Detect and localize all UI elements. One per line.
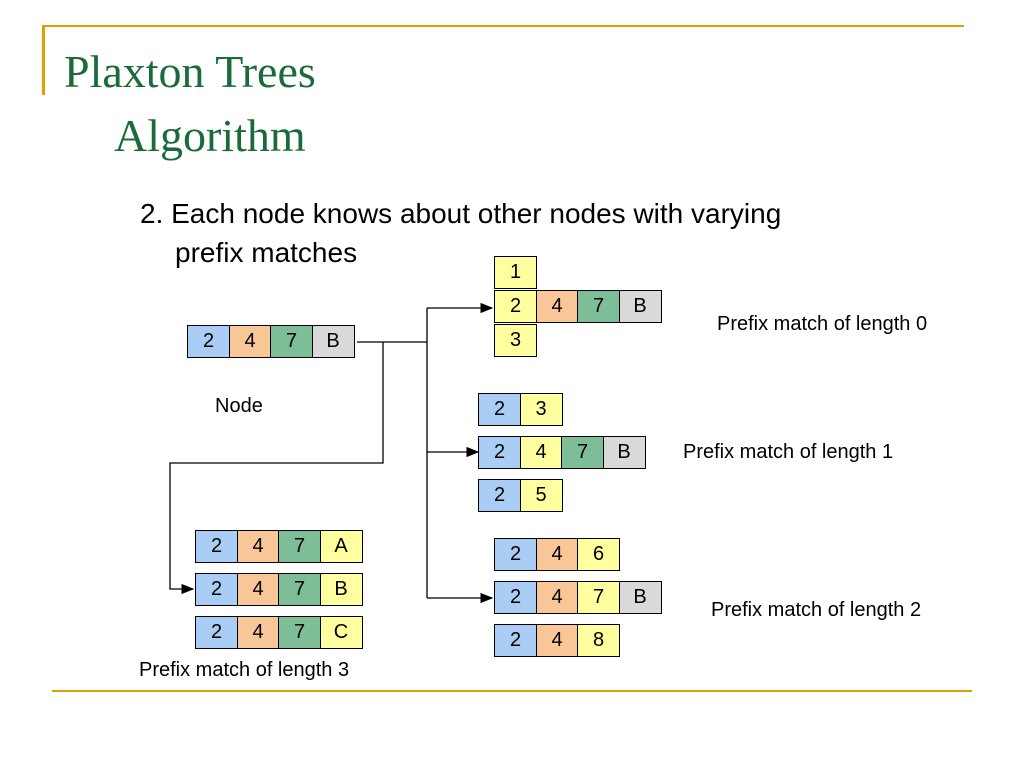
- length2-match-row: 2 4 7 B: [494, 581, 662, 614]
- digit-cell: 2: [478, 393, 521, 426]
- node-id-box: 2 4 7 B: [187, 325, 355, 358]
- digit-cell: 4: [519, 436, 563, 469]
- digit-cell: 4: [535, 581, 579, 614]
- digit-cell: 4: [535, 624, 579, 657]
- digit-cell: B: [319, 573, 363, 606]
- digit-cell: 6: [577, 538, 620, 571]
- digit-cell: A: [319, 530, 363, 563]
- digit-cell: 2: [494, 624, 537, 657]
- node-label: Node: [215, 395, 263, 417]
- digit-cell: 7: [278, 530, 321, 563]
- top-rule: [42, 25, 964, 27]
- digit-cell: 2: [195, 573, 238, 606]
- length1-label: Prefix match of length 1: [683, 441, 894, 463]
- digit-cell: 7: [278, 616, 321, 649]
- length2-top-row: 2 4 6: [494, 538, 620, 571]
- digit-cell: 3: [494, 324, 537, 357]
- length0-bottom-row: 3: [494, 324, 537, 357]
- slide-title-line1: Plaxton Trees: [64, 46, 316, 97]
- digit-cell: 4: [236, 530, 280, 563]
- digit-cell: 2: [494, 581, 537, 614]
- digit-cell: B: [602, 436, 646, 469]
- length1-bottom-row: 2 5: [478, 479, 563, 512]
- digit-cell: 4: [236, 616, 280, 649]
- arrow-to-length3: [169, 342, 384, 595]
- length3-match-row: 2 4 7 B: [195, 573, 363, 606]
- node-digit-cell: 4: [228, 325, 272, 358]
- node-digit-cell: 7: [270, 325, 313, 358]
- digit-cell: 2: [478, 479, 521, 512]
- digit-cell: 2: [494, 290, 537, 323]
- length3-label: Prefix match of length 3: [139, 659, 350, 681]
- bottom-rule: [52, 690, 972, 692]
- length3-bottom-row: 2 4 7 C: [195, 616, 363, 649]
- digit-cell: 5: [519, 479, 563, 512]
- digit-cell: 8: [577, 624, 620, 657]
- digit-cell: B: [618, 581, 662, 614]
- length0-match-row: 2 4 7 B: [494, 290, 662, 323]
- node-digit-cell: B: [311, 325, 355, 358]
- digit-cell: 1: [494, 256, 537, 289]
- title-accent-bar: [42, 25, 45, 95]
- digit-cell: 2: [478, 436, 521, 469]
- digit-cell: 3: [519, 393, 563, 426]
- node-digit-cell: 2: [187, 325, 230, 358]
- length2-bottom-row: 2 4 8: [494, 624, 620, 657]
- digit-cell: 7: [278, 573, 321, 606]
- bullet-text-line2: prefix matches: [175, 237, 358, 268]
- length2-label: Prefix match of length 2: [711, 599, 922, 621]
- length0-top-row: 1: [494, 256, 537, 289]
- digit-cell: 7: [577, 290, 620, 323]
- digit-cell: 2: [494, 538, 537, 571]
- bullet-text-line1: 2. Each node knows about other nodes wit…: [140, 198, 782, 229]
- length0-label: Prefix match of length 0: [717, 313, 928, 335]
- digit-cell: 4: [535, 290, 579, 323]
- digit-cell: 4: [236, 573, 280, 606]
- digit-cell: 2: [195, 616, 238, 649]
- digit-cell: 7: [561, 436, 604, 469]
- slide-title-line2: Algorithm: [114, 110, 306, 161]
- digit-cell: 4: [535, 538, 579, 571]
- length1-match-row: 2 4 7 B: [478, 436, 646, 469]
- digit-cell: 7: [577, 581, 620, 614]
- digit-cell: 2: [195, 530, 238, 563]
- length1-top-row: 2 3: [478, 393, 563, 426]
- digit-cell: B: [618, 290, 662, 323]
- length3-top-row: 2 4 7 A: [195, 530, 363, 563]
- digit-cell: C: [319, 616, 363, 649]
